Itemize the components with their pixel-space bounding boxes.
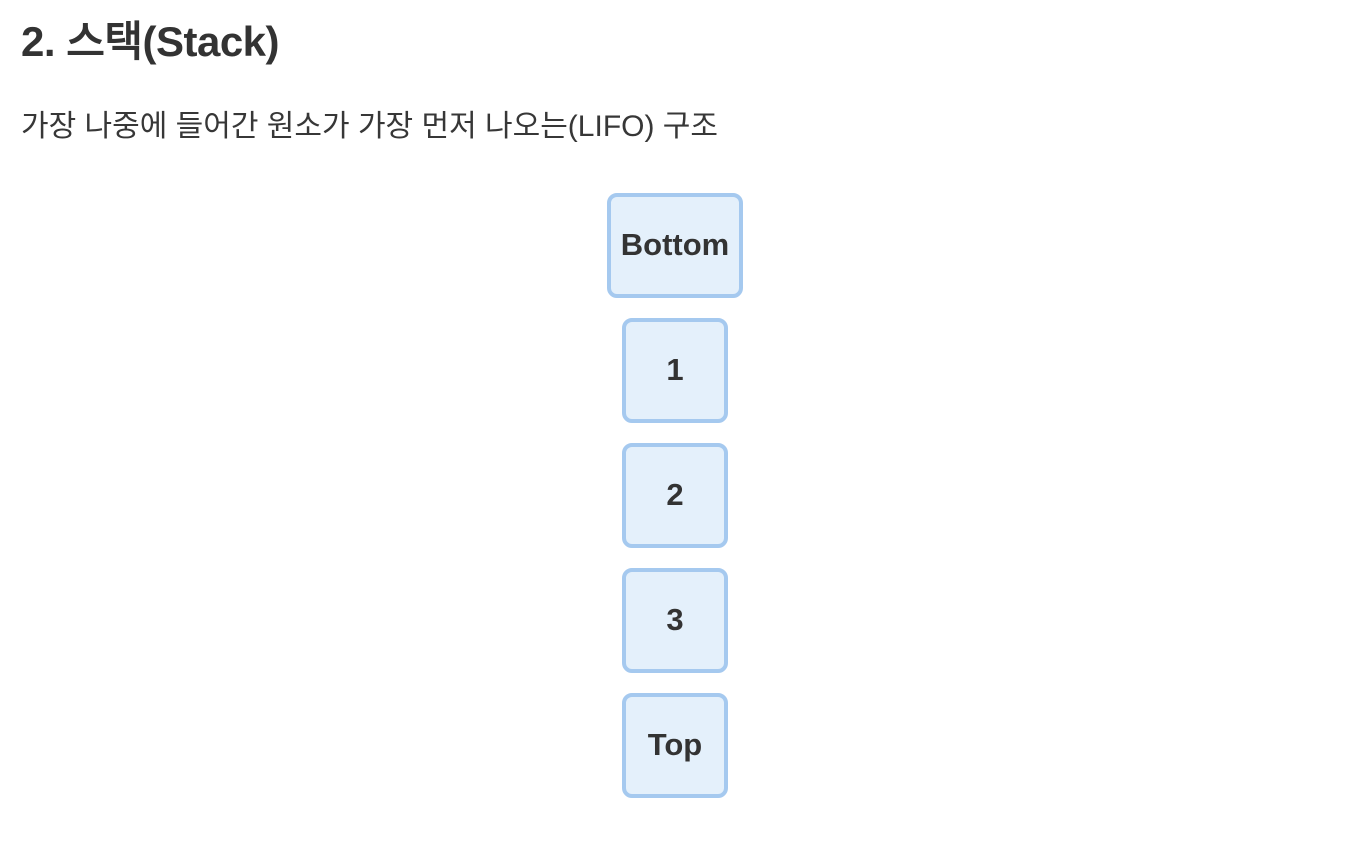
stack-box-2: 2 [622,442,728,548]
page-title: 2. 스택(Stack) [21,18,280,65]
stack-box-2-label: 2 [666,477,684,512]
stack-box-1-label: 1 [666,352,684,387]
stack-box-1: 1 [622,317,728,423]
stack-box-bottom-label: Bottom [620,227,730,262]
stack-diagram: Bottom 1 2 3 Top [0,192,1350,798]
stack-box-3-label: 3 [666,602,684,637]
stack-box-bottom: Bottom [606,192,744,298]
stack-box-3: 3 [622,567,728,673]
stack-box-top: Top [622,692,728,798]
section-description: 가장 나중에 들어간 원소가 가장 먼저 나오는(LIFO) 구조 [21,109,719,143]
stack-box-top-label: Top [647,727,703,762]
